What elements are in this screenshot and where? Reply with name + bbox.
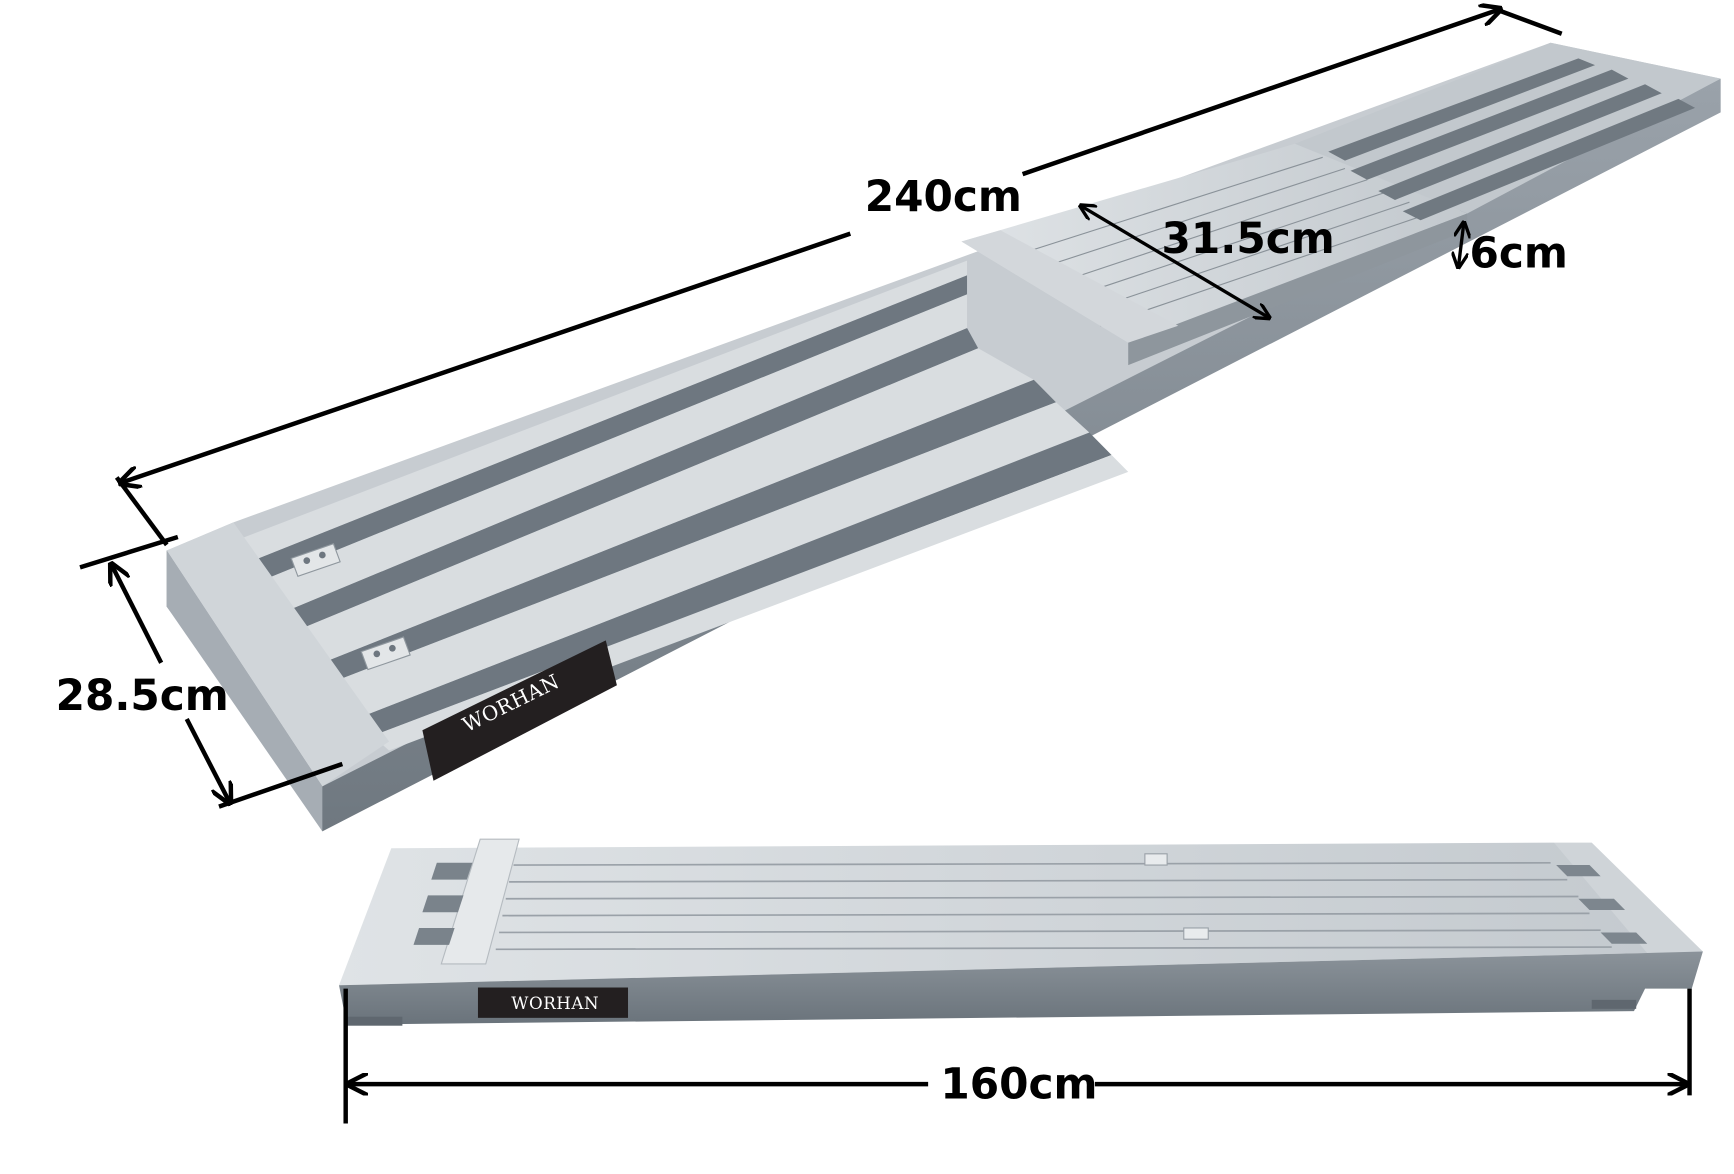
front-section-frame [1294,42,1721,214]
height-label: 6cm [1469,229,1567,278]
retracted-deck-grooves [495,861,1612,951]
width-label-deck: 31.5cm [1162,215,1335,264]
deck-bolt-plate [1183,927,1209,940]
brand-plate-retracted: WORHAN [477,987,629,1018]
dimension-31-5cm [1080,206,1269,318]
rear-section-slots [250,275,1112,736]
dimension-160cm [343,988,1692,1124]
near-end-cap-face [166,550,323,832]
deck-bolt-plate [1144,853,1168,866]
foot [346,1016,403,1026]
foot [1591,999,1637,1009]
retracted-left-slots [413,862,473,945]
front-section-slots [1328,58,1696,221]
width-label-end: 28.5cm [56,672,229,721]
near-end-cap-top [166,522,390,787]
bolt-plate [290,543,341,578]
dimension-240cm [117,9,1563,547]
length-label-extended: 240cm [865,173,1022,222]
retracted-plank: WORHAN [339,838,1703,1026]
dimension-28-5cm [79,534,344,807]
middle-deck-side [1128,213,1468,366]
dimension-6cm [1458,222,1464,267]
length-label-retracted: 160cm [940,1061,1097,1110]
retracted-plank-side-face [339,951,1703,1025]
extended-plank: WORHAN [166,42,1721,832]
retracted-right-slots [1556,865,1648,944]
brand-label-retracted: WORHAN [511,993,599,1013]
retracted-left-crossbar [440,838,520,965]
bolt-plate [360,636,411,671]
